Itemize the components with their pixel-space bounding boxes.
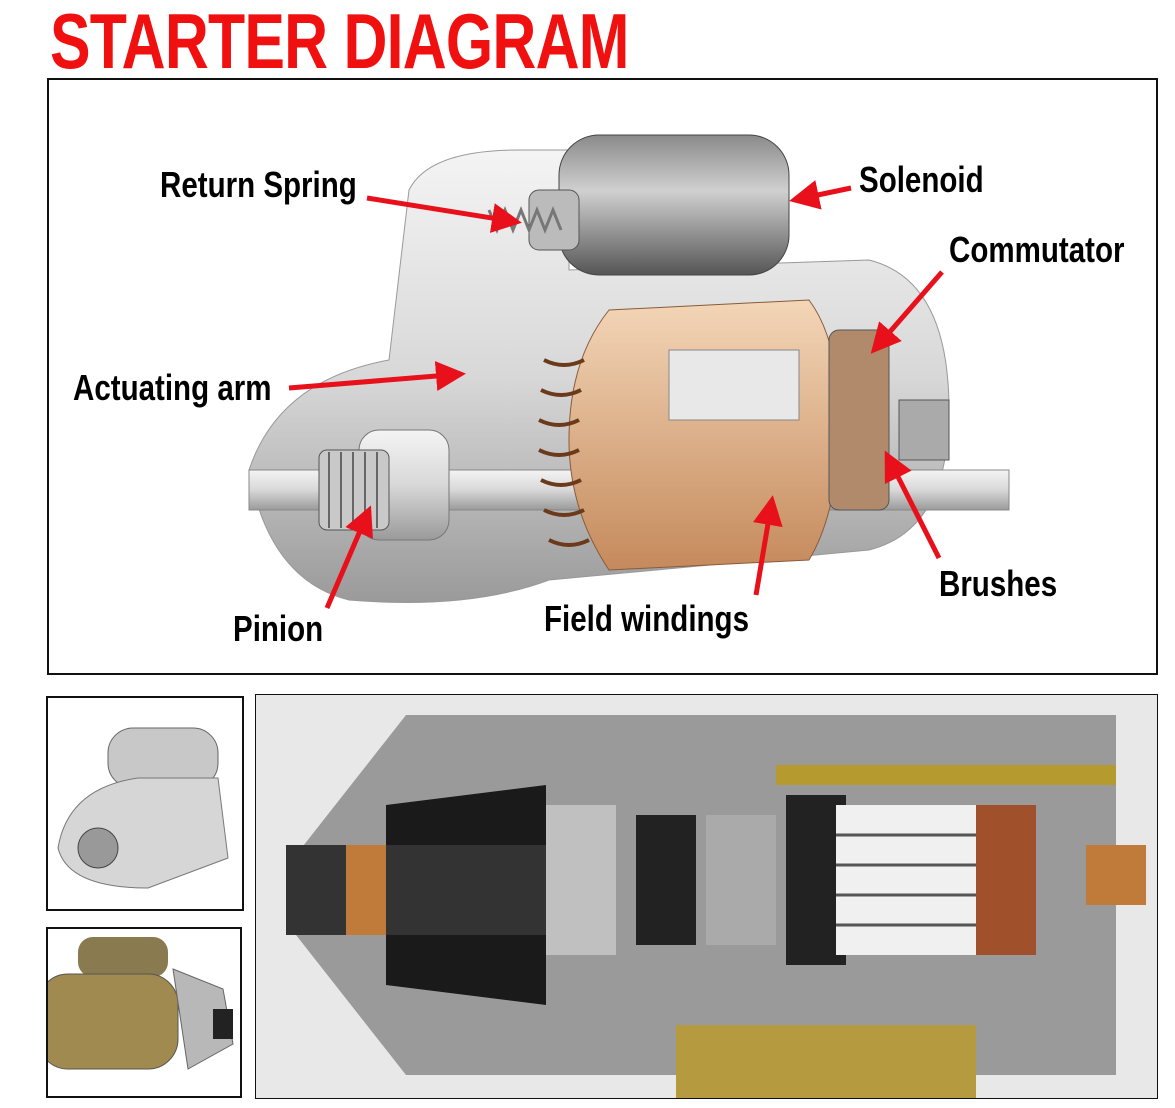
solenoid-body [558, 134, 790, 276]
starter-illustration [248, 134, 1010, 609]
main-diagram-panel: Return Spring Solenoid Commutator Actuat… [47, 78, 1158, 675]
field-windings [568, 299, 840, 571]
callout-arrows [288, 180, 944, 609]
label-field-windings: Field windings [544, 598, 749, 639]
starter-photo-gold [46, 927, 242, 1098]
label-solenoid: Solenoid [859, 159, 984, 200]
label-commutator: Commutator [949, 229, 1125, 270]
label-actuating-arm: Actuating arm [73, 367, 272, 408]
label-pinion: Pinion [233, 608, 324, 649]
commutator [828, 329, 890, 511]
label-return-spring: Return Spring [160, 164, 357, 205]
starter-cutaway-photo [255, 694, 1158, 1099]
page-title: STARTER DIAGRAM [50, 0, 629, 85]
label-brushes: Brushes [939, 563, 1058, 604]
starter-photo-silver [46, 696, 244, 911]
